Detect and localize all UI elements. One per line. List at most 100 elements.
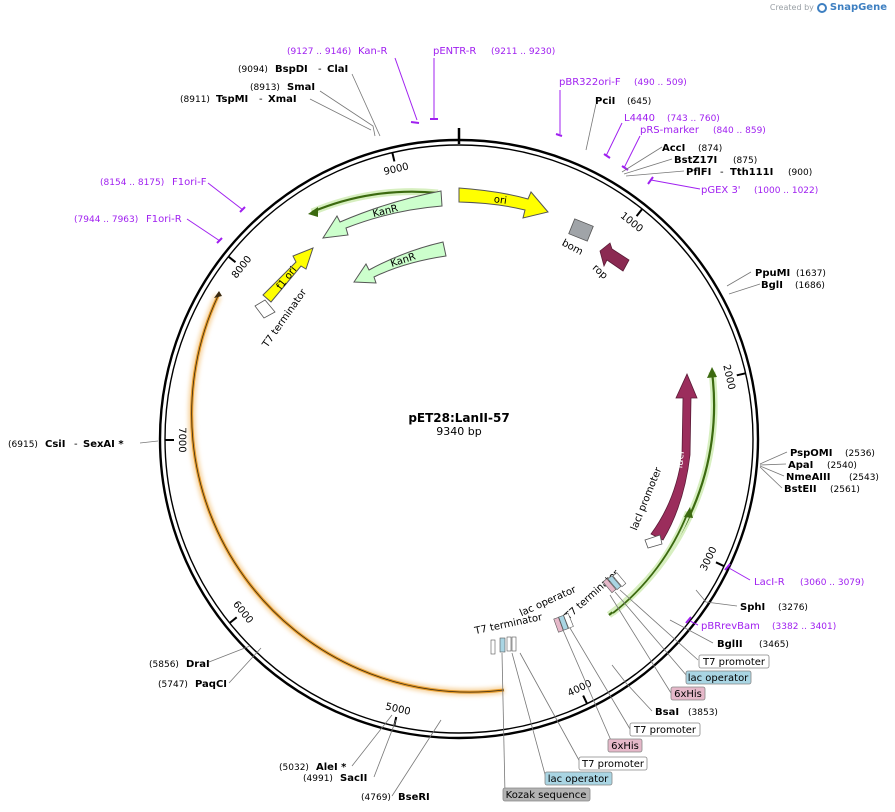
primer-l4440-range: (743 .. 760) bbox=[667, 114, 720, 124]
primer-l4440-name: L4440 bbox=[624, 113, 655, 124]
site-bspdi-name: BspDI bbox=[275, 64, 308, 75]
primer-pbr322ori-f-name: pBR322ori-F bbox=[559, 77, 621, 88]
site-csii-name: CsiI bbox=[45, 439, 65, 450]
site-alei-pos: (5032) bbox=[279, 763, 309, 773]
site-bseri-pos: (4769) bbox=[361, 793, 391, 803]
box-lac-operator-1-label: lac operator bbox=[688, 673, 749, 684]
site-tspmi-pos: (8911) bbox=[180, 95, 210, 105]
site-tth111i-pos: (900) bbox=[788, 168, 812, 178]
site-smai-name: SmaI bbox=[287, 82, 315, 93]
primer-markers bbox=[186, 57, 751, 626]
ruler-tick-4000 bbox=[582, 695, 588, 705]
box-kozak-sequence-label: Kozak sequence bbox=[506, 790, 587, 801]
feature-kanr-2: KanR bbox=[353, 241, 447, 284]
ruler-tick-label-5000: 5000 bbox=[384, 702, 411, 718]
ruler-tick-label-8000: 8000 bbox=[230, 254, 254, 281]
box-lac-operator-1: lac operator bbox=[685, 670, 752, 685]
site-bstz17i-name: BstZ17I bbox=[674, 155, 717, 166]
site-nmeaiii-pos: (2543) bbox=[849, 473, 879, 483]
box-t7-promoter-1-label: T7 promoter bbox=[702, 657, 766, 668]
site-sphi-name: SphI bbox=[740, 602, 765, 613]
site-pflfi-name: PflFI bbox=[686, 167, 711, 178]
site-tth111i-name: Tth111I bbox=[730, 167, 773, 178]
ruler-tick-label-3000: 3000 bbox=[699, 545, 720, 573]
feature-rop-label: rop bbox=[590, 263, 610, 282]
site-bglii-pos: (3465) bbox=[759, 640, 789, 650]
site-smai-pos: (8913) bbox=[250, 83, 280, 93]
box-t7-promoter-1: T7 promoter bbox=[698, 654, 770, 669]
ruler-tick-2000 bbox=[736, 372, 746, 377]
primer-pbrrevbam-range: (3382 .. 3401) bbox=[772, 622, 836, 632]
site-labels: (9094) BspDI - ClaI (8913) SmaI (8911) T… bbox=[8, 64, 879, 803]
site-acci-name: AccI bbox=[662, 143, 685, 154]
box-t7-promoter-2-label: T7 promoter bbox=[633, 725, 697, 736]
site-sphi-pos: (3276) bbox=[778, 603, 808, 613]
primer-laci-r-range: (3060 .. 3079) bbox=[800, 578, 864, 588]
site-bgli-name: BglI bbox=[761, 280, 783, 291]
site-pspomi-pos: (2536) bbox=[845, 449, 875, 459]
site-leader-lines bbox=[139, 73, 788, 797]
feature-rop: rop bbox=[590, 242, 630, 282]
feature-ori-label: ori bbox=[493, 194, 507, 207]
snapgene-logo-icon bbox=[816, 2, 827, 13]
primer-pentr-r-name: pENTR-R bbox=[433, 46, 476, 57]
plasmid-size: 9340 bp bbox=[436, 425, 481, 438]
site-sexai-name: SexAI * bbox=[83, 439, 124, 450]
feature-f1-ori-label: f1 ori bbox=[275, 265, 300, 292]
ruler-tick-6000 bbox=[229, 616, 238, 624]
boxed-features: T7 promoter lac operator 6xHis T7 promot… bbox=[502, 654, 770, 802]
ruler-tick-label-2000: 2000 bbox=[720, 364, 736, 391]
site-pspomi-name: PspOMI bbox=[790, 448, 832, 459]
brand-name: SnapGene bbox=[829, 2, 887, 13]
site-pcii-name: PciI bbox=[595, 96, 615, 107]
feature-bom: bom bbox=[560, 218, 594, 258]
primer-f1ori-f-range: (8154 .. 8175) bbox=[100, 178, 164, 188]
site-bglii-name: BglII bbox=[717, 639, 743, 650]
site-dash-3: - bbox=[720, 167, 724, 178]
site-nmeaiii-name: NmeAIII bbox=[786, 472, 830, 483]
primer-pbr322ori-f-range: (490 .. 509) bbox=[634, 78, 687, 88]
primer-pgex3-name: pGEX 3' bbox=[701, 185, 741, 196]
site-bstz17i-pos: (875) bbox=[733, 156, 757, 166]
orange-orf-arc bbox=[188, 291, 505, 696]
site-bseri-name: BseRI bbox=[398, 792, 430, 803]
primer-pgex3-range: (1000 .. 1022) bbox=[754, 186, 818, 196]
ruler-tick-label-6000: 6000 bbox=[230, 599, 255, 626]
feature-t7-terminator-mid-label: T7 terminator bbox=[473, 612, 544, 637]
site-apai-pos: (2540) bbox=[827, 461, 857, 471]
plasmid-name: pET28:LanII-57 bbox=[408, 411, 509, 425]
box-t7-promoter-2: T7 promoter bbox=[629, 722, 701, 737]
ruler-tick-label-1000: 1000 bbox=[618, 211, 645, 235]
feature-bom-label: bom bbox=[560, 238, 585, 258]
site-dash-4: - bbox=[74, 439, 78, 450]
site-paqci-name: PaqCI bbox=[195, 679, 227, 690]
primer-pbrrevbam-name: pBRrevBam bbox=[701, 621, 760, 632]
ruler-tick-label-7000: 7000 bbox=[176, 427, 187, 452]
site-acci-pos: (874) bbox=[698, 144, 722, 154]
ruler-tick-8000 bbox=[227, 255, 237, 263]
primer-prs-marker-range: (840 .. 859) bbox=[713, 126, 766, 136]
ruler-tick-1000 bbox=[635, 208, 643, 217]
ruler-tick-label-9000: 9000 bbox=[383, 161, 410, 177]
site-apai-name: ApaI bbox=[788, 460, 813, 471]
ruler-tick-9000 bbox=[391, 152, 396, 162]
site-bsteii-name: BstEII bbox=[784, 484, 817, 495]
site-ppumi-pos: (1637) bbox=[796, 269, 826, 279]
feature-kanr-2-label: KanR bbox=[389, 251, 417, 269]
small-elements-cluster bbox=[490, 572, 627, 655]
site-sacii-pos: (4991) bbox=[303, 774, 333, 784]
brand-watermark: Created by SnapGene bbox=[770, 2, 887, 13]
feature-kanr-1-label: KanR bbox=[372, 203, 400, 220]
site-tspmi-name: TspMI bbox=[216, 94, 248, 105]
site-pcii-pos: (645) bbox=[627, 97, 651, 107]
primer-kan-r-name: Kan-R bbox=[358, 46, 387, 57]
feature-ori: ori bbox=[458, 187, 549, 219]
backbone bbox=[158, 138, 760, 740]
feature-laci-promoter: lacI promoter bbox=[629, 465, 665, 549]
site-bgli-pos: (1686) bbox=[795, 281, 825, 291]
box-6xhis-1: 6xHis bbox=[670, 686, 706, 701]
box-t7-promoter-3-label: T7 promoter bbox=[581, 759, 645, 770]
box-6xhis-1-label: 6xHis bbox=[674, 689, 702, 700]
